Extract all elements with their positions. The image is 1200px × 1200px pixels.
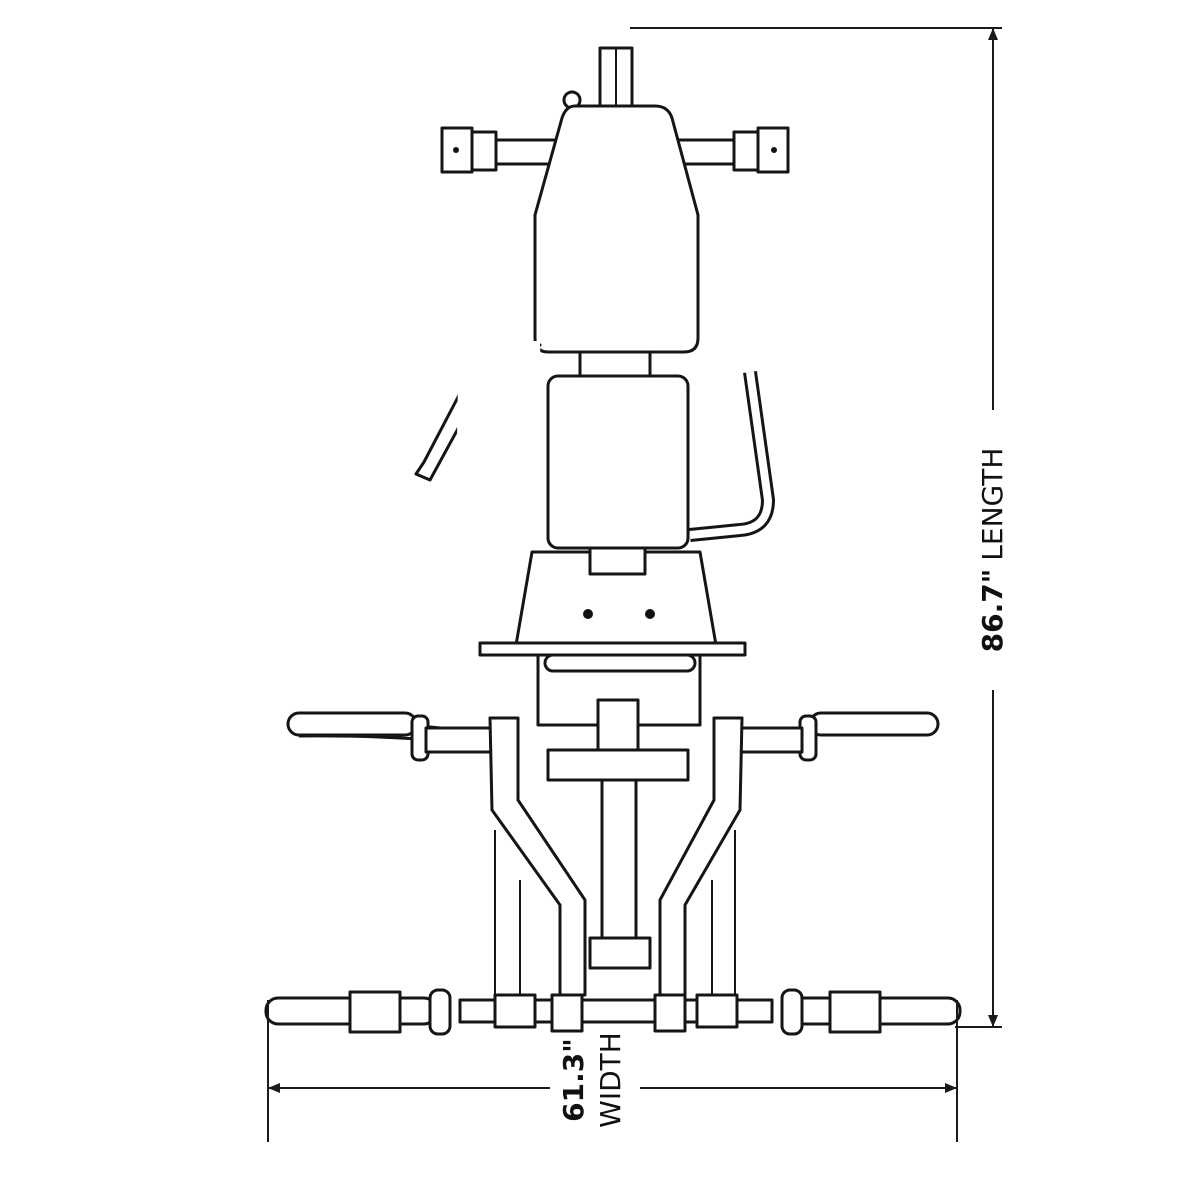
left-handle	[414, 341, 550, 539]
length-text: LENGTH	[976, 448, 1009, 561]
width-value: 61.3"	[557, 1038, 590, 1122]
length-label: 86.7" LENGTH	[976, 448, 1009, 653]
top-post	[562, 46, 634, 110]
length-dimension	[630, 27, 1002, 1028]
width-text: WIDTH	[594, 1032, 627, 1128]
width-dimension	[267, 1000, 958, 1142]
base-bar	[264, 988, 962, 1036]
foot-plate	[478, 641, 747, 657]
backrest	[533, 104, 700, 354]
seat	[546, 374, 690, 550]
length-value: 86.7"	[976, 569, 1009, 653]
right-handle	[689, 371, 776, 542]
